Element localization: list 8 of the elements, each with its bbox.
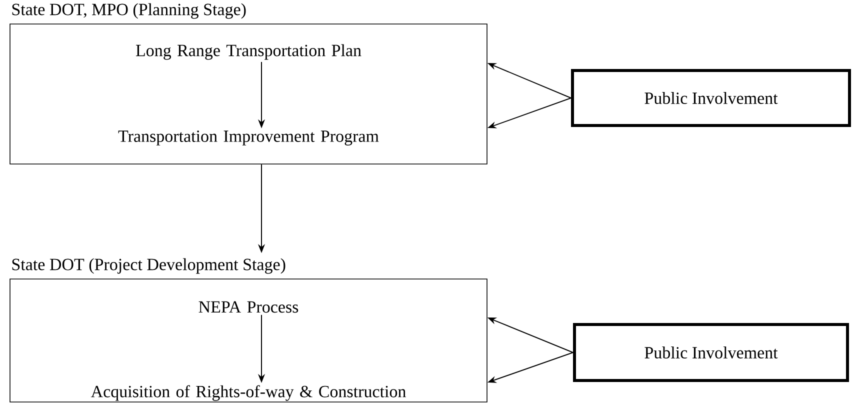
step-text: NEPA Process: [198, 301, 298, 313]
group-heading: State DOT (Project Development Stage): [12, 258, 286, 274]
input-box: Public Involvement: [573, 323, 849, 382]
step-text: Transportation Improvement Program: [118, 130, 379, 146]
step-text: Long Range Transportation Plan: [136, 44, 362, 60]
step-text: Acquisition of Rights-of-way & Construction: [90, 385, 406, 401]
input-box: Public Involvement: [571, 69, 851, 127]
group-heading: State DOT, MPO (Planning Stage): [12, 3, 246, 19]
